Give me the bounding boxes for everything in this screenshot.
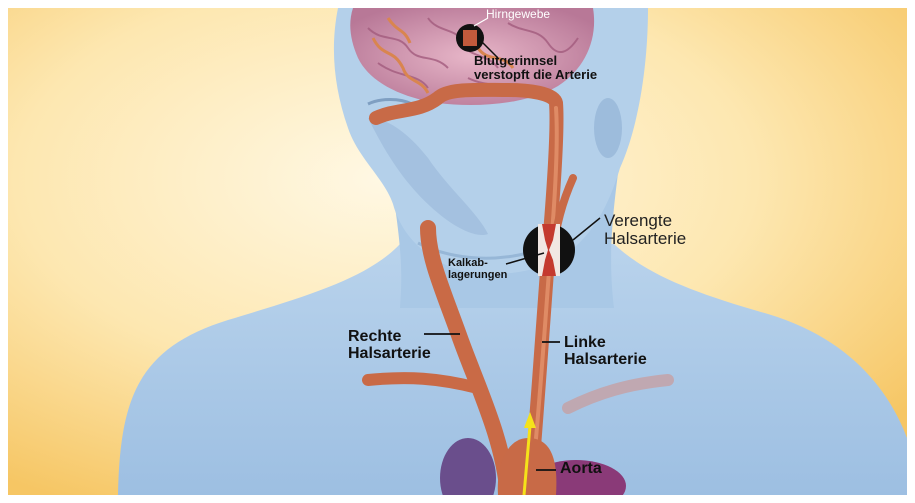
label-kalkablagerungen: Kalkab- lagerungen xyxy=(448,258,507,282)
label-aorta: Aorta xyxy=(560,460,602,477)
label-linke-halsarterie: Linke Halsarterie xyxy=(564,334,647,369)
anatomy-illustration xyxy=(8,8,907,495)
clot-vessel xyxy=(463,30,477,46)
label-verengte-halsarterie: Verengte Halsarterie xyxy=(604,212,686,249)
label-blutgerinnsel: Blutgerinnsel verstopft die Arterie xyxy=(474,54,597,82)
ear xyxy=(594,98,622,158)
label-rechte-halsarterie: Rechte Halsarterie xyxy=(348,328,431,363)
label-hirngewebe: Hirngewebe xyxy=(486,8,550,21)
illustration-frame: Hirngewebe Blutgerinnsel verstopft die A… xyxy=(8,8,907,495)
